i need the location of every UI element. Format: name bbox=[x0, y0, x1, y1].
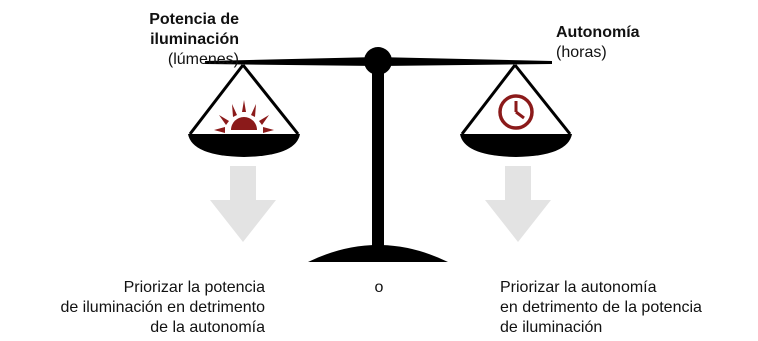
left-caption-line1: Priorizar la potencia bbox=[123, 279, 265, 296]
sun-rays-icon bbox=[214, 100, 274, 133]
left-scale-pan bbox=[188, 64, 300, 157]
right-caption-line3: de iluminación bbox=[500, 319, 603, 336]
clock-icon bbox=[498, 94, 534, 130]
right-down-arrow-icon bbox=[485, 166, 551, 242]
right-pan-label: Autonomía (horas) bbox=[556, 23, 746, 63]
left-pan-title-line1: Potencia de bbox=[149, 11, 239, 28]
right-caption-line2: en detrimento de la potencia bbox=[500, 299, 702, 316]
left-pan-title-line2: iluminación bbox=[150, 31, 239, 48]
left-caption: Priorizar la potencia de iluminación en … bbox=[0, 278, 265, 338]
scale-beam bbox=[205, 47, 552, 75]
left-pan-unit: (lúmenes) bbox=[167, 51, 239, 68]
left-pan-label: Potencia de iluminación (lúmenes) bbox=[0, 10, 239, 70]
or-separator: o bbox=[374, 279, 384, 296]
right-caption-line1: Priorizar la autonomía bbox=[500, 279, 657, 296]
scale-stand bbox=[308, 68, 448, 262]
left-caption-line3: de la autonomía bbox=[150, 319, 265, 336]
right-caption: Priorizar la autonomía en detrimento de … bbox=[500, 278, 758, 338]
right-scale-pan bbox=[460, 64, 572, 157]
right-pan-unit: (horas) bbox=[556, 44, 607, 61]
left-down-arrow-icon bbox=[210, 166, 276, 242]
right-pan-title: Autonomía bbox=[556, 24, 640, 41]
left-caption-line2: de iluminación en detrimento bbox=[60, 299, 265, 316]
